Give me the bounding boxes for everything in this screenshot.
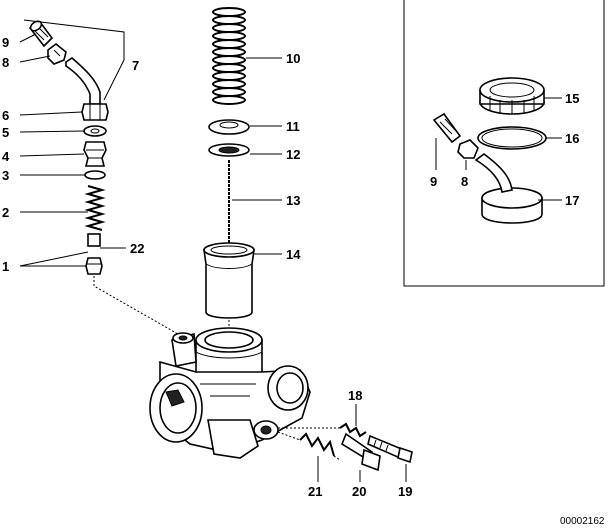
carburettor-body [149, 327, 311, 459]
lower-small-parts [277, 422, 413, 472]
callout-8-right: 8 [461, 174, 468, 189]
callout-labels: 9 8 7 6 5 4 3 2 1 22 10 11 12 13 14 15 1… [2, 35, 605, 527]
callout-22: 22 [130, 241, 144, 256]
part-5-washer [83, 125, 107, 137]
callout-9-right: 9 [430, 174, 437, 189]
callout-19: 19 [398, 484, 412, 499]
callout-5: 5 [2, 125, 9, 140]
part-16-oring [477, 126, 547, 150]
part-12-clip [208, 143, 250, 157]
part-20-screw [341, 432, 381, 472]
part-10-spring [212, 7, 246, 105]
part-3-ring [84, 170, 106, 180]
part-9b-screw [432, 112, 462, 144]
part-22-block [87, 233, 101, 247]
part-14-slide [203, 242, 255, 319]
part-7-pipe [65, 56, 101, 105]
part-17-cover [474, 152, 543, 224]
left-parts-group [28, 20, 186, 339]
callout-1: 1 [2, 259, 9, 274]
reference-number: 00002162 [560, 516, 605, 527]
callout-14: 14 [286, 247, 301, 262]
callout-18: 18 [348, 388, 362, 403]
part-18-spring [339, 422, 367, 438]
part-11-retainer [208, 119, 250, 135]
callout-3: 3 [2, 168, 9, 183]
callout-8-left: 8 [2, 55, 9, 70]
callout-10: 10 [286, 51, 300, 66]
callout-7: 7 [132, 58, 139, 73]
callout-16: 16 [565, 131, 579, 146]
callout-6: 6 [2, 108, 9, 123]
centre-parts-group [203, 7, 255, 332]
part-8-nut [47, 42, 67, 65]
callout-21: 21 [308, 484, 322, 499]
callout-12: 12 [286, 147, 300, 162]
alternative-top-box [403, 0, 605, 287]
part-2-spring [84, 185, 106, 231]
part-8b-nut [457, 139, 479, 159]
callout-4: 4 [2, 149, 10, 164]
callout-11: 11 [286, 119, 300, 134]
part-21-spring [299, 432, 335, 457]
callout-15: 15 [565, 91, 579, 106]
part-4-fitting [83, 141, 107, 167]
part-9-screw [28, 20, 54, 48]
callout-20: 20 [352, 484, 366, 499]
part-15-ringnut [479, 77, 545, 115]
part-6-cap [81, 103, 109, 121]
callout-17: 17 [565, 193, 579, 208]
callout-2: 2 [2, 205, 9, 220]
callout-13: 13 [286, 193, 300, 208]
leader-lines [19, 19, 562, 482]
part-1-jet [85, 257, 103, 275]
part-19-screw [367, 434, 413, 464]
callout-9-left: 9 [2, 35, 9, 50]
